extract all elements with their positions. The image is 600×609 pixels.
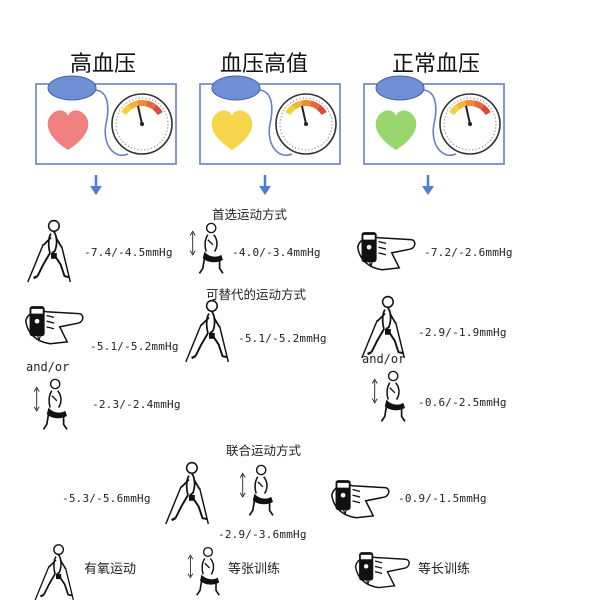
value-alt-hypertension-isometric: -5.1/-5.2mmHg [90,340,179,353]
arrow-down-icon [259,175,271,195]
gauge-icon [439,93,501,155]
bp-cuff-icon [211,75,261,101]
value-combined-aerobic: -5.3/-5.6mmHg [62,492,151,505]
handgrip-icon [357,231,416,271]
panel-frame [35,83,177,165]
value-alt-high-normal-aerobic: -5.1/-5.2mmHg [238,332,327,345]
squat-icon [239,464,274,517]
bp-panel-normal [363,75,505,165]
value-alt-normal-dynamic: -0.6/-2.5mmHg [418,396,507,409]
nordic-walking-icon [34,543,75,601]
air-tube [93,89,129,157]
legend-aerobic: 有氧运动 [84,562,137,577]
nordic-walking-icon [184,299,230,364]
value-preferred-high-normal: -4.0/-3.4mmHg [232,246,321,259]
handgrip-icon [354,551,410,589]
and-or-label-left: and/or [26,360,70,374]
squat-icon [371,370,406,423]
bp-cuff-icon [375,75,425,101]
panel-title-hypertension: 高血压 [70,52,137,77]
handgrip-icon [25,305,84,345]
arrow-down-icon [90,175,102,195]
legend-isometric: 等长训练 [418,562,471,577]
bp-cuff-icon [47,75,97,101]
heart-icon [375,110,417,150]
section-title-alternative: 可替代的运动方式 [206,287,307,302]
nordic-walking-icon [164,461,210,526]
panel-title-normal: 正常血压 [392,52,481,77]
section-title-combined: 联合运动方式 [226,443,302,458]
value-alt-hypertension-dynamic: -2.3/-2.4mmHg [92,398,181,411]
heart-icon [211,110,253,150]
handgrip-icon [331,479,390,519]
bp-panel-high-normal [199,75,341,165]
air-tube [257,89,293,157]
heart-icon [47,110,89,150]
gauge-icon [275,93,337,155]
legend-dynamic: 等张训练 [228,562,281,577]
arrow-down-icon [422,175,434,195]
panel-frame [363,83,505,165]
section-title-preferred: 首选运动方式 [212,207,288,222]
squat-icon [33,378,68,431]
value-alt-normal-aerobic: -2.9/-1.9mmHg [418,326,507,339]
and-or-label-right: and/or [362,352,406,366]
squat-icon [189,222,224,275]
panel-frame [199,83,341,165]
value-combined-dynamic: -2.9/-3.6mmHg [218,528,307,541]
gauge-icon [111,93,173,155]
panels-illustration [35,75,505,195]
squat-icon [187,546,221,597]
value-preferred-normal: -7.2/-2.6mmHg [424,246,513,259]
panel-title-high-normal: 血压高值 [220,52,309,77]
value-combined-isometric: -0.9/-1.5mmHg [398,492,487,505]
air-tube [421,89,457,157]
nordic-walking-icon [26,219,72,284]
value-preferred-hypertension: -7.4/-4.5mmHg [84,246,173,259]
bp-panel-hypertension [35,75,177,165]
